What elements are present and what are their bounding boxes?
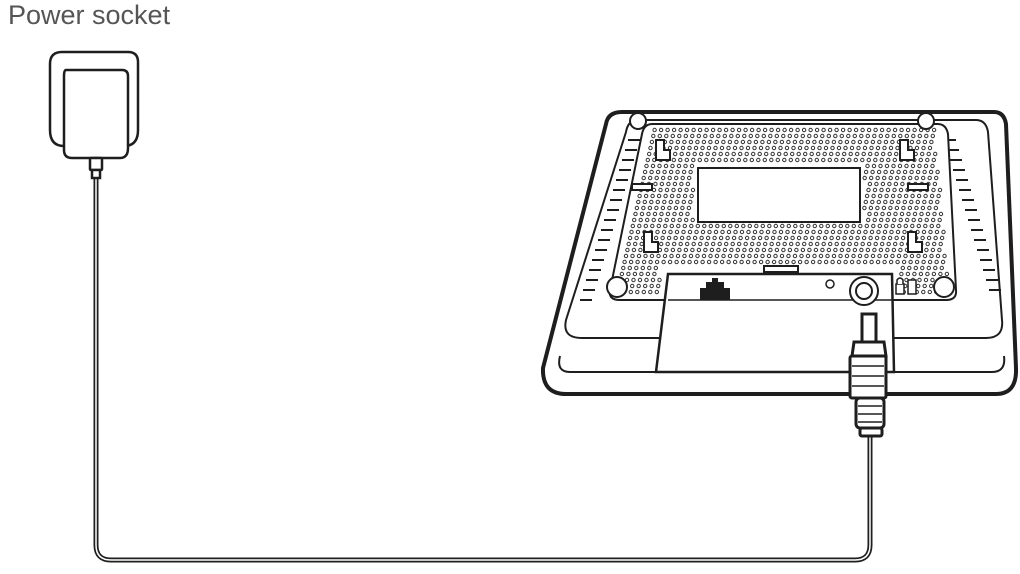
- ethernet-port-icon: [700, 278, 730, 300]
- router-device-bottom-view: [540, 110, 1019, 396]
- power-adapter-icon: [48, 50, 140, 180]
- power-socket-label: Power socket: [8, 0, 171, 30]
- dc-power-jack: [849, 276, 879, 306]
- kensington-lock-icon: [895, 277, 917, 295]
